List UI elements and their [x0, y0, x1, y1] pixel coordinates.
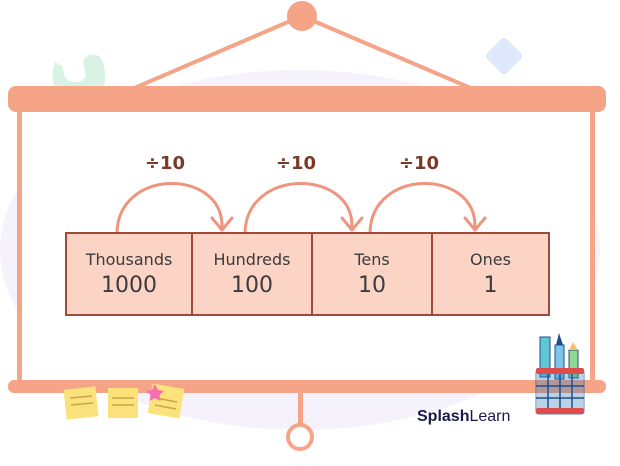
place-value: 100	[231, 272, 273, 298]
place-cell-thousands: Thousands 1000	[67, 234, 191, 314]
board-left-edge	[17, 100, 22, 390]
brand-part-1: Splash	[417, 408, 470, 425]
division-arrow-3	[368, 182, 477, 236]
place-cell-hundreds: Hundreds 100	[191, 234, 311, 314]
decorative-diamond-icon	[486, 38, 522, 74]
brand-part-2: Learn	[469, 408, 511, 425]
place-value: 10	[358, 272, 386, 298]
division-arrow-1	[115, 182, 224, 236]
splashlearn-logo: SplashLearn	[417, 408, 510, 426]
star-icon	[146, 384, 164, 401]
place-name: Thousands	[85, 249, 173, 269]
board-stand	[298, 393, 303, 425]
hanger-knob	[287, 1, 317, 31]
board-stand-ring	[286, 423, 314, 451]
division-label-1: ÷10	[144, 153, 186, 174]
place-name: Ones	[470, 249, 511, 269]
place-name: Tens	[354, 249, 390, 269]
board-top-bar	[8, 86, 606, 112]
hanger-string-right	[301, 14, 481, 94]
place-cell-tens: Tens 10	[311, 234, 431, 314]
division-arrow-1-head	[210, 216, 234, 232]
division-arrow-3-head	[463, 216, 487, 232]
division-arrow-2-head	[340, 216, 364, 232]
place-value: 1000	[101, 272, 157, 298]
division-arrow-2	[243, 182, 354, 236]
place-value-table: Thousands 1000 Hundreds 100 Tens 10 Ones…	[65, 232, 550, 316]
board-right-edge	[590, 100, 595, 390]
division-label-2: ÷10	[275, 153, 317, 174]
place-cell-ones: Ones 1	[431, 234, 548, 314]
pencil-cup-icon	[535, 333, 585, 415]
division-label-3: ÷10	[398, 153, 440, 174]
place-name: Hundreds	[213, 249, 291, 269]
hanger-string-left	[124, 14, 303, 94]
place-value: 1	[483, 272, 498, 298]
